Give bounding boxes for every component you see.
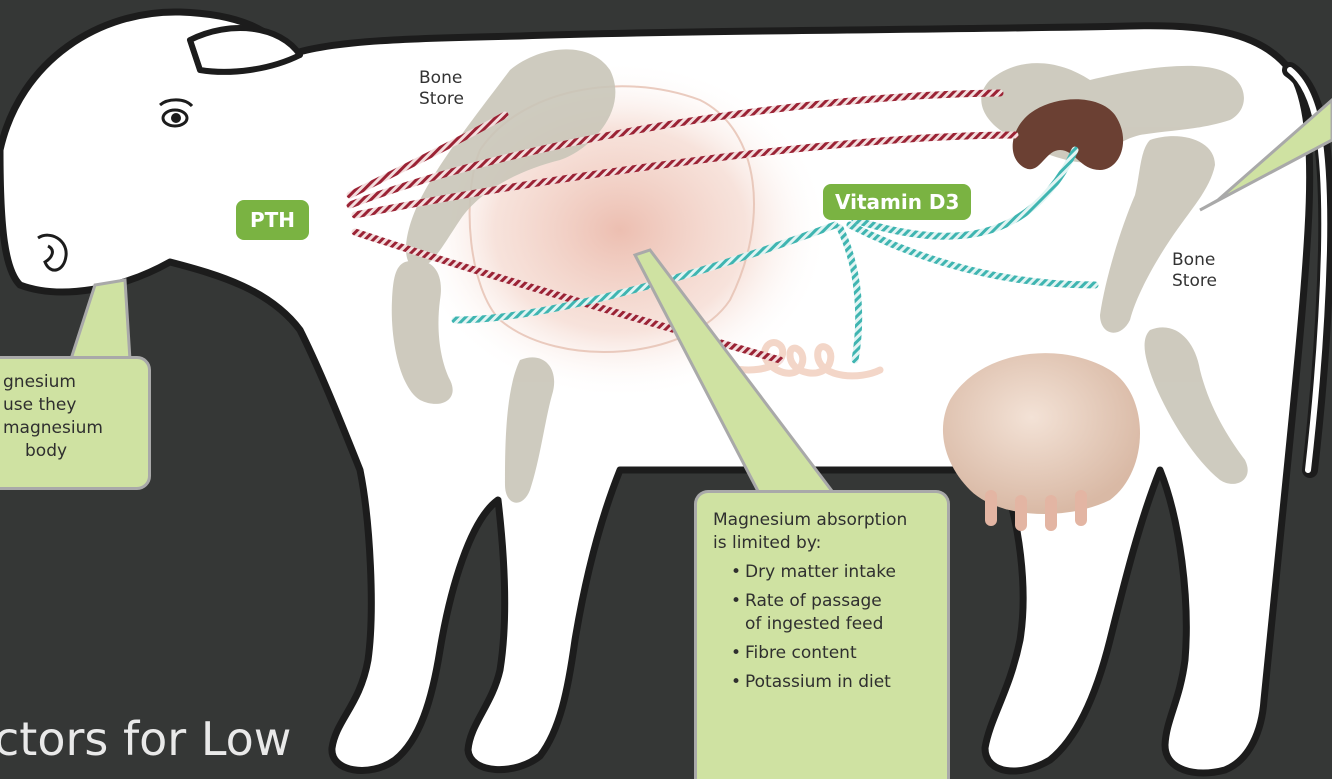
absorption-factor-item: Fibre content [745,642,935,665]
bone-store-label-front: Bone Store [419,68,464,110]
absorption-factor-item: Rate of passage of ingested feed [745,590,935,636]
absorption-callout: Magnesium absorption is limited by: Dry … [694,490,950,779]
page-heading: ctors for Low [0,712,291,766]
bone-store-rear-line-1: Bone [1172,250,1217,271]
absorption-intro-line-1: Magnesium absorption [713,509,935,532]
bone-store-front-line-2: Store [419,89,464,110]
absorption-factor-item: Potassium in diet [745,671,935,694]
pth-tag: PTH [236,200,309,240]
left-callout: gnesium use they magnesium body [0,356,151,490]
bone-store-front-line-1: Bone [419,68,464,89]
bone-store-label-rear: Bone Store [1172,250,1217,292]
left-callout-line-1: gnesium [3,371,138,394]
bone-store-rear-line-2: Store [1172,271,1217,292]
absorption-factor-item: Dry matter intake [745,561,935,584]
left-callout-line-2: use they [3,394,138,417]
absorption-factor-list: Dry matter intake Rate of passage of ing… [713,561,935,694]
absorption-intro-line-2: is limited by: [713,532,935,555]
left-callout-line-4: body [3,440,138,463]
left-callout-line-3: magnesium [3,417,138,440]
vitamin-d3-tag: Vitamin D3 [823,184,971,220]
